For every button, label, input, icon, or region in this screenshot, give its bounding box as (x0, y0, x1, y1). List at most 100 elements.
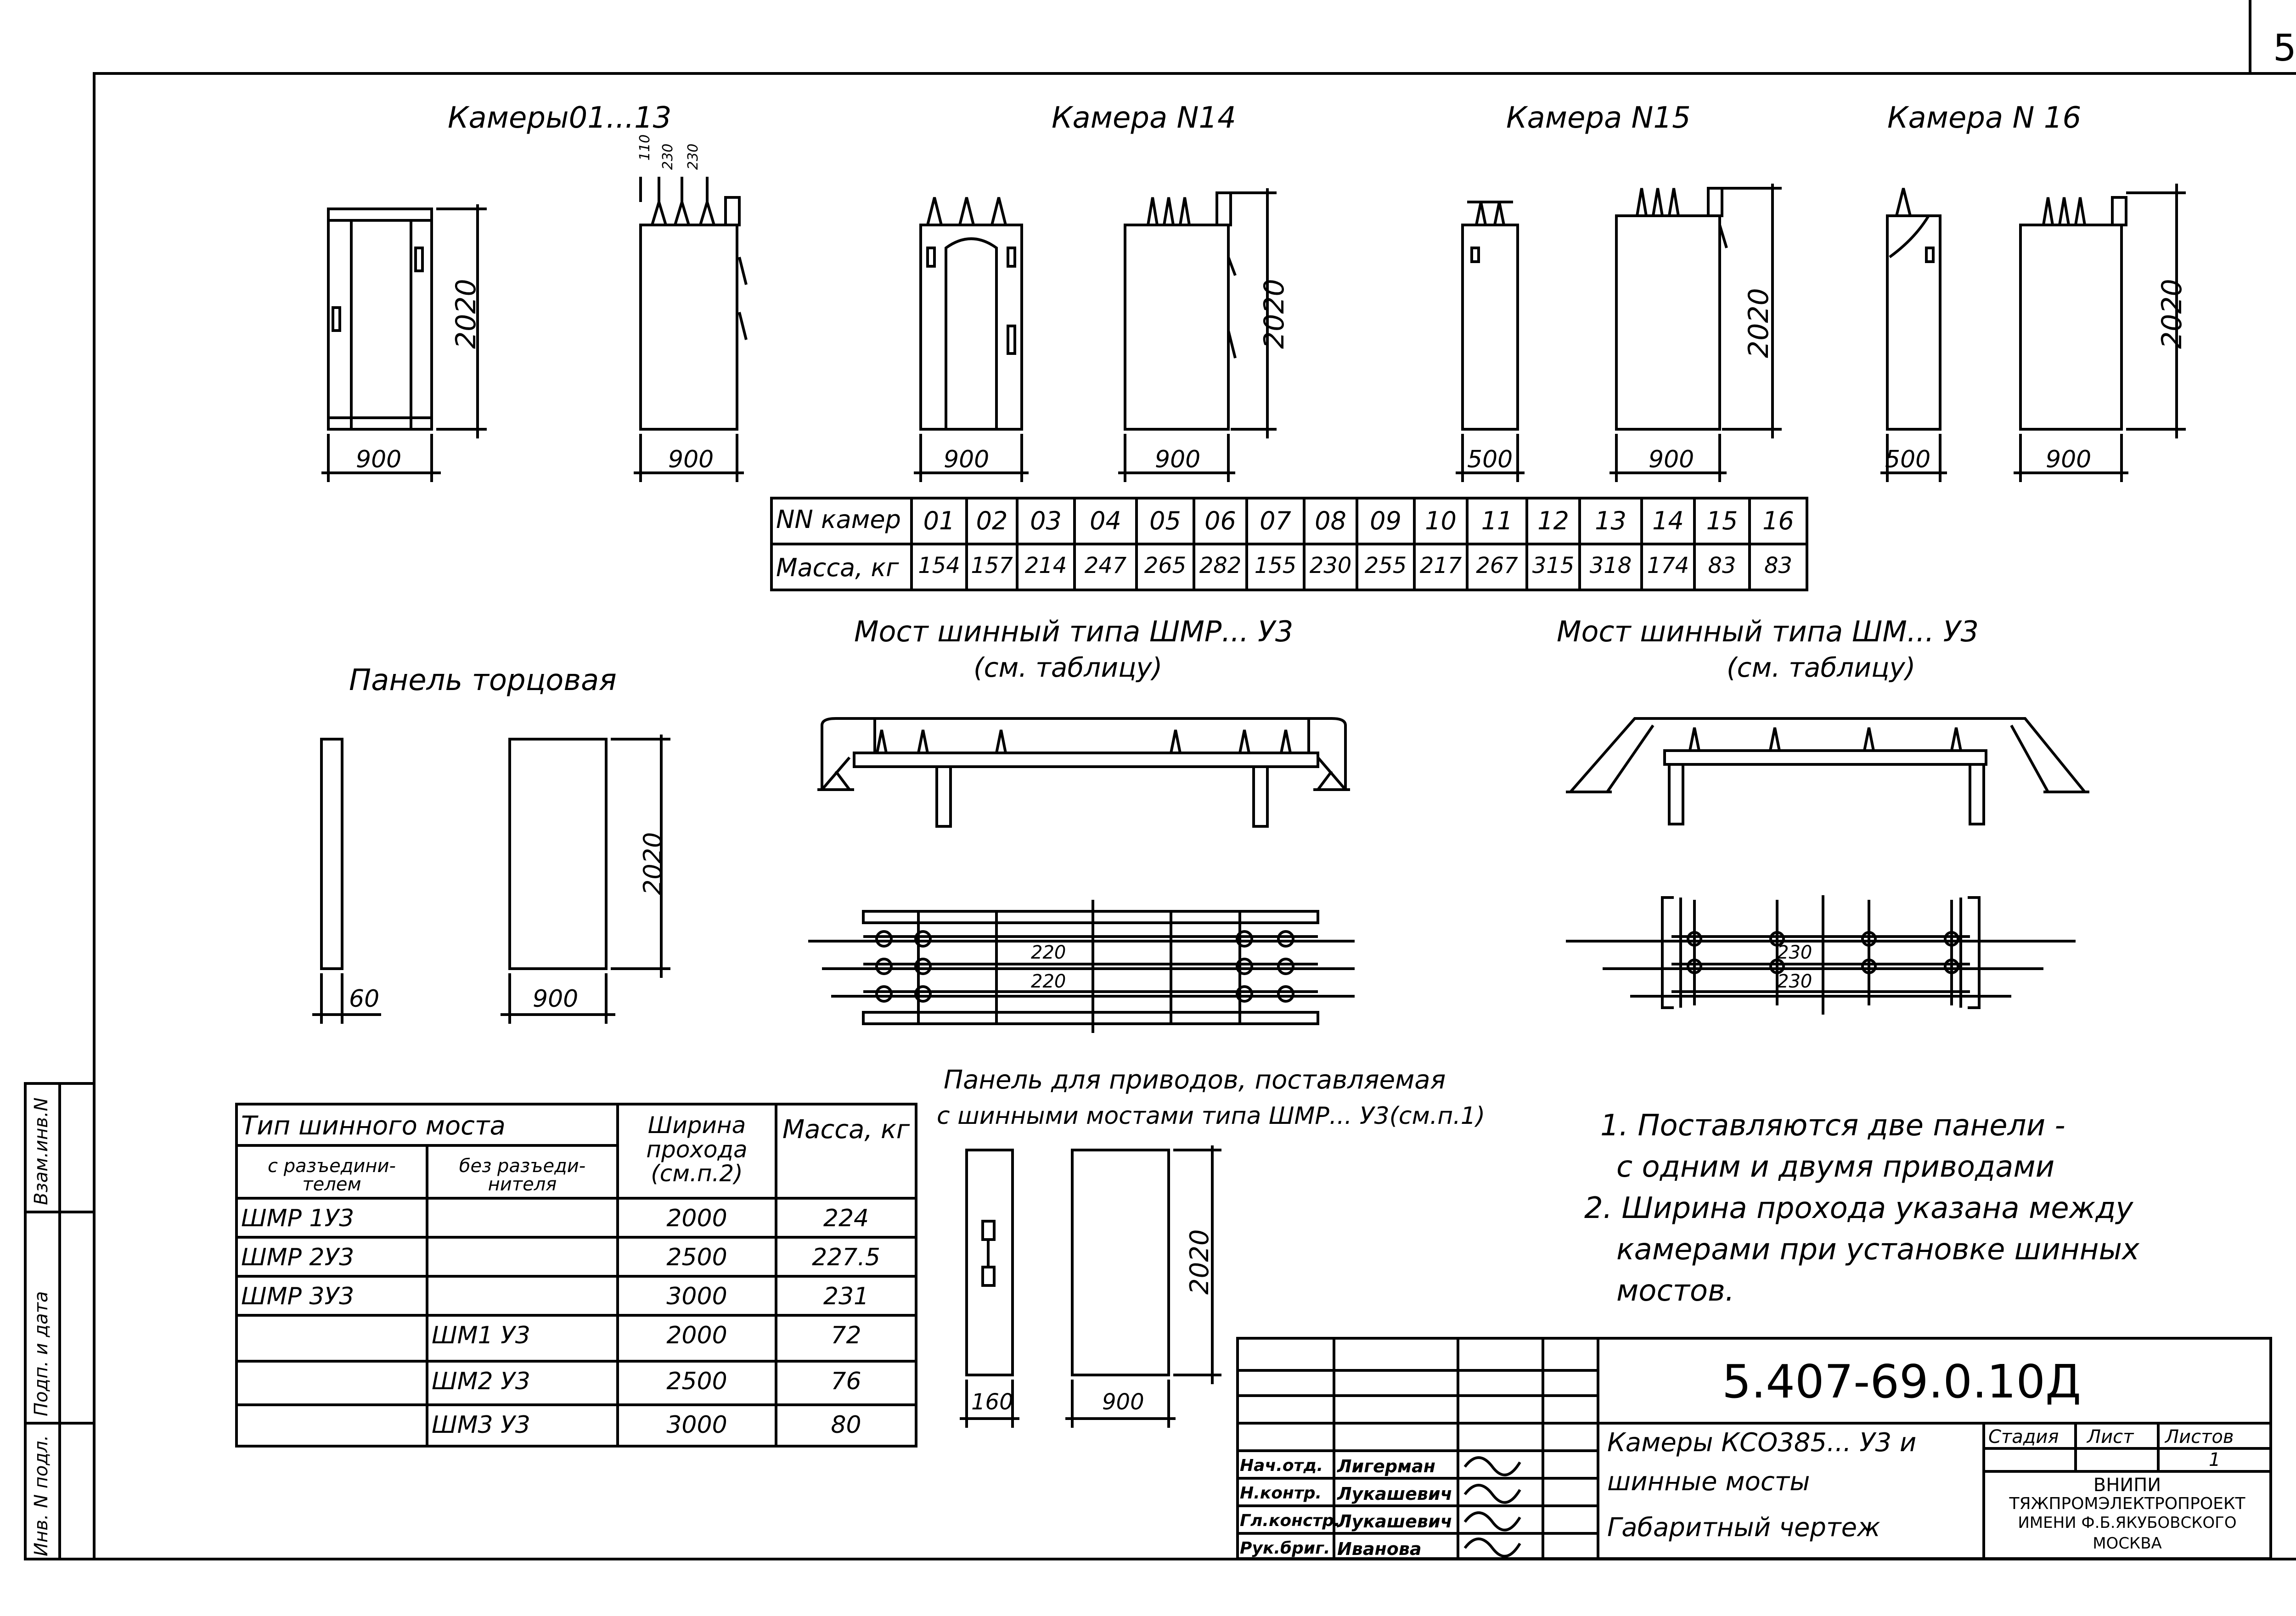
bridge-shm-elevation (1566, 717, 2089, 825)
mass-table-mass: 154 (918, 553, 960, 578)
mass-table-number: 15 (1706, 506, 1738, 535)
mass-table-mass: 83 (1708, 553, 1736, 578)
drive-panel-thickness: 160 (971, 1389, 1013, 1415)
mass-table-mass: 214 (1024, 553, 1067, 578)
bridge-shm-title: Мост шинный типа ШМ... У3 (1557, 615, 1979, 648)
mass-table-mass: 282 (1199, 553, 1242, 578)
camera-top-dim-1: 110 (637, 134, 653, 161)
camera-14-side (1118, 188, 1277, 482)
camera-group4-title: Камера N 16 (1887, 101, 2082, 135)
camera-16-side (2014, 184, 2186, 482)
signer-name: Иванова (1337, 1539, 1422, 1559)
mass-table-number: 16 (1762, 506, 1794, 535)
bridge-table-width-cell: 2500 (666, 1244, 727, 1271)
signer-name: Лукашевич (1337, 1511, 1452, 1532)
signer-role: Гл.констр. (1240, 1511, 1340, 1530)
bridge-table-mass-cell: 80 (831, 1411, 861, 1439)
mass-table-header-label: NN камер (776, 505, 901, 534)
camera-height-3: 2020 (1743, 288, 1775, 358)
bridge-shm-plan (1566, 895, 2076, 1015)
page-number: 5 (2273, 27, 2296, 69)
note-line-3: 2. Ширина прохода указана между (1584, 1191, 2133, 1225)
camera-15-side (1609, 184, 1782, 482)
mass-table-grid (770, 497, 1808, 591)
mass-table-number: 12 (1537, 506, 1569, 535)
bridge-table-width-cell: 3000 (666, 1411, 727, 1439)
org-line-1: ВНИПИ (2093, 1475, 2161, 1496)
bridge-table-with-cell: ШМР 1У3 (241, 1205, 355, 1232)
drawing-code: 5.407-69.0.10Д (1722, 1355, 2082, 1408)
drive-panel-height: 2020 (1185, 1229, 1215, 1295)
bridge-table-width-cell: 2000 (666, 1322, 727, 1349)
end-panel-drawing (312, 735, 670, 1024)
camera-width-7: 500 (1885, 446, 1931, 473)
bridge-shmr-dim-1: 220 (1031, 942, 1066, 963)
bridge-table-without-cell: ШМ2 У3 (432, 1368, 530, 1395)
mass-table-number: 03 (1030, 506, 1062, 535)
camera-width-6: 900 (1649, 446, 1694, 473)
mass-table-row-label: Масса, кг (776, 553, 899, 582)
camera-15-front (1456, 201, 1525, 482)
bridge-shmr-title: Мост шинный типа ШМР... У3 (854, 615, 1294, 648)
end-panel-thickness: 60 (349, 985, 380, 1013)
bridge-shmr-elevation (817, 717, 1350, 828)
signer-role: Н.контр. (1240, 1484, 1322, 1503)
mass-table-number: 11 (1481, 506, 1513, 535)
org-line-2: ТЯЖПРОМЭЛЕКТРОПРОЕКТ (2009, 1494, 2245, 1513)
side-stamp-1: Взам.инв.N (31, 1097, 52, 1205)
camera-height-4: 2020 (2156, 279, 2188, 349)
bridge-table-header-without: без разъеди-нителя (459, 1156, 586, 1195)
bridge-shmr-plan (808, 900, 1355, 1033)
drive-panel-title-1: Панель для приводов, поставляемая (944, 1065, 1446, 1095)
sheet-frame (93, 72, 2296, 1560)
camera-14-front (914, 197, 1029, 482)
mass-table-number: 07 (1260, 506, 1291, 535)
end-panel-height: 2020 (638, 832, 667, 895)
mass-table-number: 06 (1204, 506, 1236, 535)
side-stamp-3: Инв. N подл. (31, 1435, 52, 1556)
mass-table-mass: 157 (971, 553, 1013, 578)
bridge-table-mass-cell: 227.5 (812, 1244, 880, 1271)
bridge-table-header-width: Ширина прохода (см.п.2) (646, 1112, 748, 1187)
sheet-label: Лист (2087, 1426, 2134, 1448)
sheets-value: 1 (2209, 1449, 2221, 1470)
camera-width-8: 900 (2046, 446, 2092, 473)
signer-name: Лукашевич (1337, 1484, 1452, 1504)
camera-group3-title: Камера N15 (1506, 101, 1691, 135)
camera-group2-title: Камера N14 (1052, 101, 1236, 135)
drive-panel-width: 900 (1102, 1389, 1144, 1415)
mass-table-mass: 247 (1084, 553, 1127, 578)
mass-table-number: 10 (1425, 506, 1457, 535)
bridge-table-header-type: Тип шинного моста (241, 1111, 506, 1141)
bridge-table-header-mass: Масса, кг (782, 1115, 910, 1145)
signer-role: Нач.отд. (1240, 1456, 1323, 1475)
mass-table-mass: 230 (1309, 553, 1352, 578)
sheets-label: Листов (2165, 1426, 2234, 1448)
org-line-4: МОСКВА (2093, 1534, 2162, 1553)
mass-table-mass: 318 (1589, 553, 1632, 578)
mass-table-mass: 83 (1764, 553, 1793, 578)
bridge-table-with-cell: ШМР 2У3 (241, 1244, 355, 1271)
mass-table-mass: 217 (1419, 553, 1462, 578)
bridge-shm-subtitle: (см. таблицу) (1727, 652, 1916, 683)
title-block-grid (1236, 1337, 2272, 1560)
mass-table-mass: 155 (1254, 553, 1297, 578)
mass-table-mass: 267 (1476, 553, 1518, 578)
title-desc-3: Габаритный чертеж (1607, 1513, 1880, 1543)
side-stamp-2: Подп. и дата (31, 1291, 52, 1416)
title-desc-1: Камеры КСО385... У3 и (1607, 1428, 1917, 1458)
mass-table-number: 01 (923, 506, 955, 535)
mass-table-number: 14 (1652, 506, 1684, 535)
signer-name: Лигерман (1337, 1456, 1435, 1476)
bridge-shm-dim-1: 230 (1777, 942, 1812, 963)
bridge-table-width-cell: 2500 (666, 1368, 727, 1395)
camera-height-1: 2020 (450, 279, 482, 349)
bridge-table-mass-cell: 76 (831, 1368, 861, 1395)
bridge-table-width-cell: 2000 (666, 1205, 727, 1232)
bridge-table-grid (235, 1103, 917, 1448)
camera-width-2: 900 (668, 446, 714, 473)
bridge-table-width-cell: 3000 (666, 1283, 727, 1310)
camera-01-13-front (321, 204, 487, 482)
mass-table-number: 13 (1595, 506, 1626, 535)
bridge-shm-dim-2: 230 (1777, 971, 1812, 992)
